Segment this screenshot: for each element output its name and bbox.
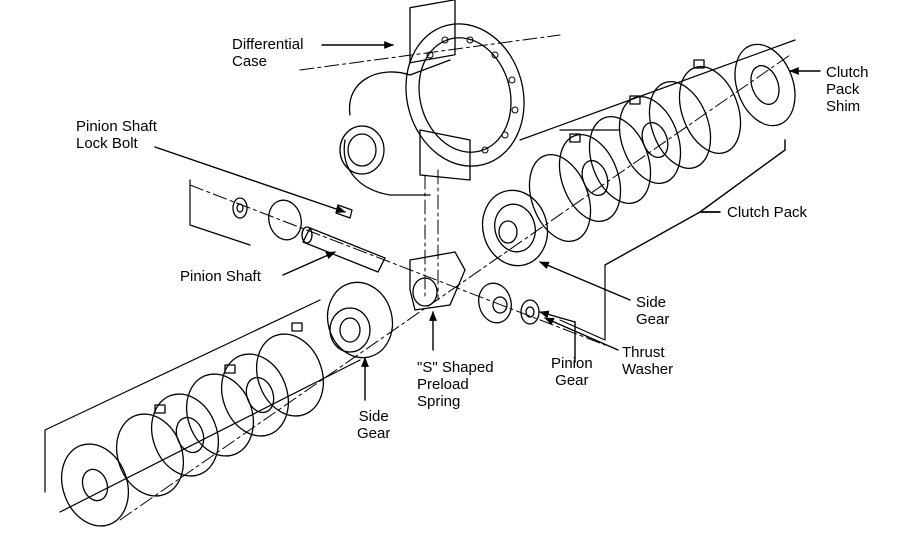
lower-clutch-plates: [61, 322, 324, 527]
label-s-shaped-preload-spring: "S" Shaped Preload Spring: [417, 359, 494, 410]
leader-lines: [154, 41, 821, 401]
right-side-gear-drawing: [481, 189, 549, 267]
label-clutch-pack-shim: Clutch Pack Shim: [826, 64, 869, 115]
washer-drawing: [232, 197, 540, 325]
label-differential-case: Differential Case: [232, 36, 304, 70]
pinion-shaft-drawing: [301, 204, 386, 273]
upper-clutch-plates: [528, 59, 742, 243]
left-side-gear-drawing: [326, 281, 394, 359]
preload-spring-drawing: [409, 251, 466, 311]
differential-case-drawing: [339, 0, 525, 196]
label-pinion-gear: Pinion Gear: [551, 355, 593, 389]
label-pinion-shaft: Pinion Shaft: [180, 268, 261, 285]
case-bolt-holes: [426, 36, 519, 154]
label-pinion-shaft-lock-bolt: Pinion Shaft Lock Bolt: [76, 118, 157, 152]
pinion-gear-drawing: [268, 199, 512, 324]
label-side-gear-right: Side Gear: [636, 294, 670, 328]
label-clutch-pack: Clutch Pack: [727, 204, 808, 221]
label-thrust-washer: Thrust Washer: [622, 344, 674, 378]
housing-outline-lines: [44, 39, 796, 513]
label-side-gear-left: Side Gear: [357, 408, 391, 442]
clutch-pack-shim-drawing: [734, 43, 796, 127]
